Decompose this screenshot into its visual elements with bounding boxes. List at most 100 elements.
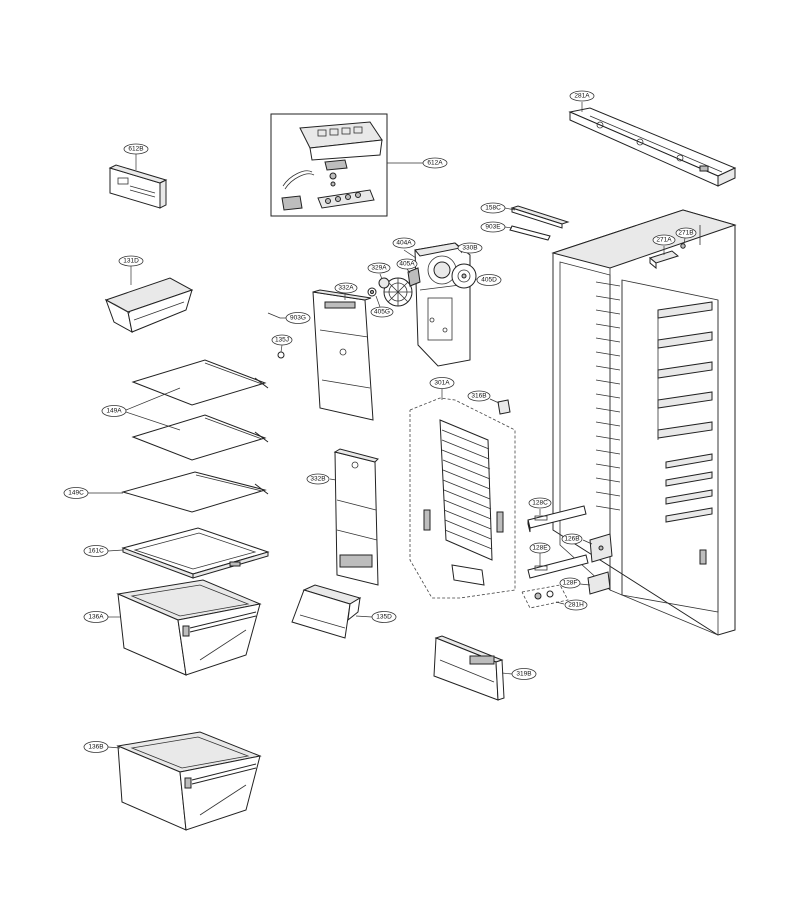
callout-158C: 158C [480,202,506,214]
callout-329A: 329A [367,262,391,274]
part-126B [589,533,613,563]
leader-136B [107,746,121,749]
svg-text:135D: 135D [376,614,392,621]
leader-128F [579,583,591,586]
callout-281H: 281H [564,599,588,611]
part-128C [527,505,587,533]
callout-612A: 612A [422,157,448,169]
svg-text:612B: 612B [128,146,143,153]
svg-text:131D: 131D [123,258,139,265]
svg-text:332B: 332B [310,476,325,483]
svg-text:281H: 281H [568,602,584,609]
callout-301A: 301A [429,377,455,389]
svg-text:903G: 903G [290,315,306,322]
svg-text:136A: 136A [88,614,104,621]
part-149A-shelf-1 [131,359,269,406]
svg-text:271B: 271B [678,230,693,237]
callout-149C: 149C [63,487,89,499]
part-903E [509,225,551,241]
svg-text:158C: 158C [485,205,501,212]
callout-405A: 405A [396,258,418,270]
leader-405G [375,295,381,308]
cabinet-rails-right [657,301,713,523]
callout-136B: 136B [83,741,109,753]
part-319B [433,635,505,701]
leader-316B [489,398,500,404]
part-330B [414,242,471,367]
part-135J [277,351,285,359]
part-128E [527,554,589,579]
part-903G [267,312,286,319]
svg-text:128F: 128F [563,580,578,587]
part-612A [270,113,388,217]
callout-271B: 271B [675,227,697,239]
part-271B [680,243,686,249]
svg-text:149C: 149C [68,490,84,497]
svg-text:301A: 301A [434,380,450,387]
svg-text:329A: 329A [371,265,387,272]
part-281H [521,584,569,609]
svg-text:128E: 128E [532,545,548,552]
part-316B [497,399,511,415]
svg-text:330B: 330B [462,245,477,252]
leader-271B [683,237,686,245]
leader-135D [355,615,373,618]
cabinet [551,209,737,636]
part-404A [383,277,413,307]
callout-404A: 404A [392,237,416,249]
svg-text:405D: 405D [481,277,497,284]
callout-126B: 126B [561,533,583,545]
part-612B [108,164,168,209]
part-271A [648,250,680,270]
callout-330B: 330B [457,242,483,254]
callout-319B: 319B [511,668,537,680]
callout-612B: 612B [123,143,149,155]
callout-136A: 136A [83,611,109,623]
part-135D [291,584,362,639]
callout-903G: 903G [285,312,311,324]
svg-text:316B: 316B [471,393,486,400]
svg-text:136B: 136B [88,744,103,751]
part-149C [121,471,269,513]
callout-281A: 281A [569,90,595,102]
callout-149A: 149A [101,405,127,417]
callout-316B: 316B [467,390,491,402]
svg-text:405G: 405G [374,309,390,316]
callout-128C: 128C [528,497,552,509]
part-149A-shelf-2 [131,414,269,461]
leader-135J [280,344,283,353]
svg-text:404A: 404A [396,240,412,247]
part-131D [104,277,194,333]
svg-text:271A: 271A [656,237,672,244]
svg-text:161C: 161C [88,548,104,555]
part-136B [116,731,262,831]
part-405D [451,263,477,289]
svg-text:281A: 281A [574,93,590,100]
leader-149A-b [125,411,181,431]
part-128F [587,571,611,595]
callout-135D: 135D [371,611,397,623]
svg-text:332A: 332A [338,285,354,292]
svg-text:612A: 612A [427,160,443,167]
callout-405D: 405D [476,274,502,286]
svg-text:128C: 128C [532,500,548,507]
part-281A [568,107,737,187]
leader-332B [329,478,337,481]
callout-332B: 332B [306,473,330,485]
svg-text:126B: 126B [564,536,579,543]
callout-332A: 332A [334,282,358,294]
part-332A [312,289,374,421]
svg-text:405A: 405A [399,261,415,268]
cabinet-rails-left [595,281,621,511]
callout-271A: 271A [652,234,676,246]
leader-126B [582,539,593,545]
part-405A [407,267,421,287]
leader-404A [403,249,417,259]
leader-161C [107,549,124,552]
leader-319B [501,672,513,675]
callout-128E: 128E [529,542,551,554]
svg-text:903E: 903E [485,224,501,231]
svg-text:319B: 319B [516,671,531,678]
part-161C [121,527,270,579]
